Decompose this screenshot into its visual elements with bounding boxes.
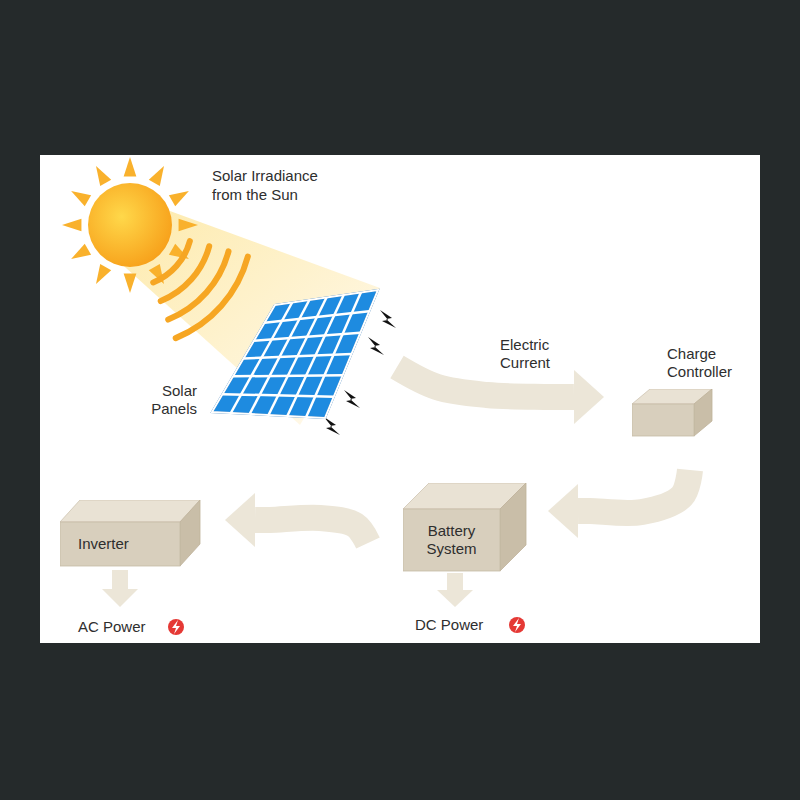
output-arrows [102,570,473,607]
solar-panel-node: Solar Panels [205,282,385,424]
flow-arrow [548,470,690,538]
sun [88,183,172,267]
flow-arrow [225,493,368,547]
solar-panel [205,282,385,424]
output-label: AC Power [78,617,168,636]
node-label: Inverter [78,535,162,553]
equipment-box: Inverter [60,500,200,566]
node-label: Battery System [409,522,494,558]
box-3d [60,500,201,567]
output-label: DC Power [415,615,507,634]
sun-rays [62,157,198,293]
equipment-box: Charge Controller [632,345,752,438]
sun-caption: Solar Irradiance from the Sun [212,166,352,204]
equipment-box: Battery System [403,483,526,571]
white-panel [40,155,760,643]
node-label: Charge Controller [667,345,752,381]
box-3d [632,389,713,437]
edge-label: Electric Current [498,336,574,372]
irradiance-waves [153,241,248,338]
node-label: Solar Panels [135,382,197,418]
flow-arrow [397,367,604,424]
